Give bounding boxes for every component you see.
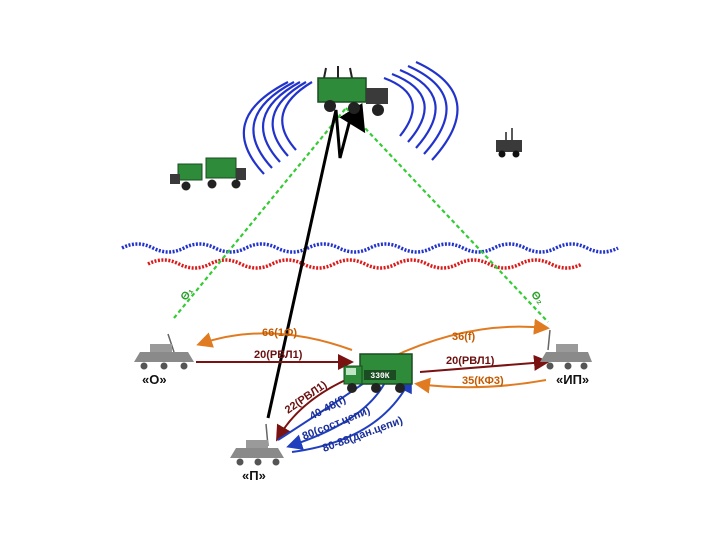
node-ip-vehicle [540, 329, 592, 370]
link-o-upper-label: 66(1Ф) [262, 327, 297, 339]
node-ip-label: «ИП» [556, 372, 589, 387]
propagation-paths [173, 107, 549, 323]
link-ip-upper-label: 36(f) [452, 331, 476, 343]
central-relay-truck: 330К [343, 353, 413, 393]
top-station-vehicle [317, 66, 388, 116]
wave-band-red [147, 258, 583, 270]
angle-left-label: Θ₁ [178, 285, 196, 303]
emission-arcs-right [383, 61, 459, 161]
emission-arcs-left [242, 81, 313, 175]
link-ip-middle-label: 20(РВЛ1) [446, 355, 495, 367]
node-p-label: «П» [242, 468, 266, 483]
central-truck-plate: 330К [370, 372, 389, 381]
node-o-vehicle [134, 333, 194, 370]
enemy-vehicle [496, 128, 522, 158]
link-arrows [196, 318, 550, 453]
skywave-ray [266, 103, 366, 419]
link-ip-lower-label: 35(КФ3) [462, 375, 504, 387]
link-o-lower-label: 20(РВЛ1) [254, 349, 303, 361]
node-p-vehicle [230, 423, 284, 466]
node-o-label: «О» [142, 372, 167, 387]
convoy-trucks [170, 157, 246, 191]
wave-band-blue [121, 242, 619, 254]
